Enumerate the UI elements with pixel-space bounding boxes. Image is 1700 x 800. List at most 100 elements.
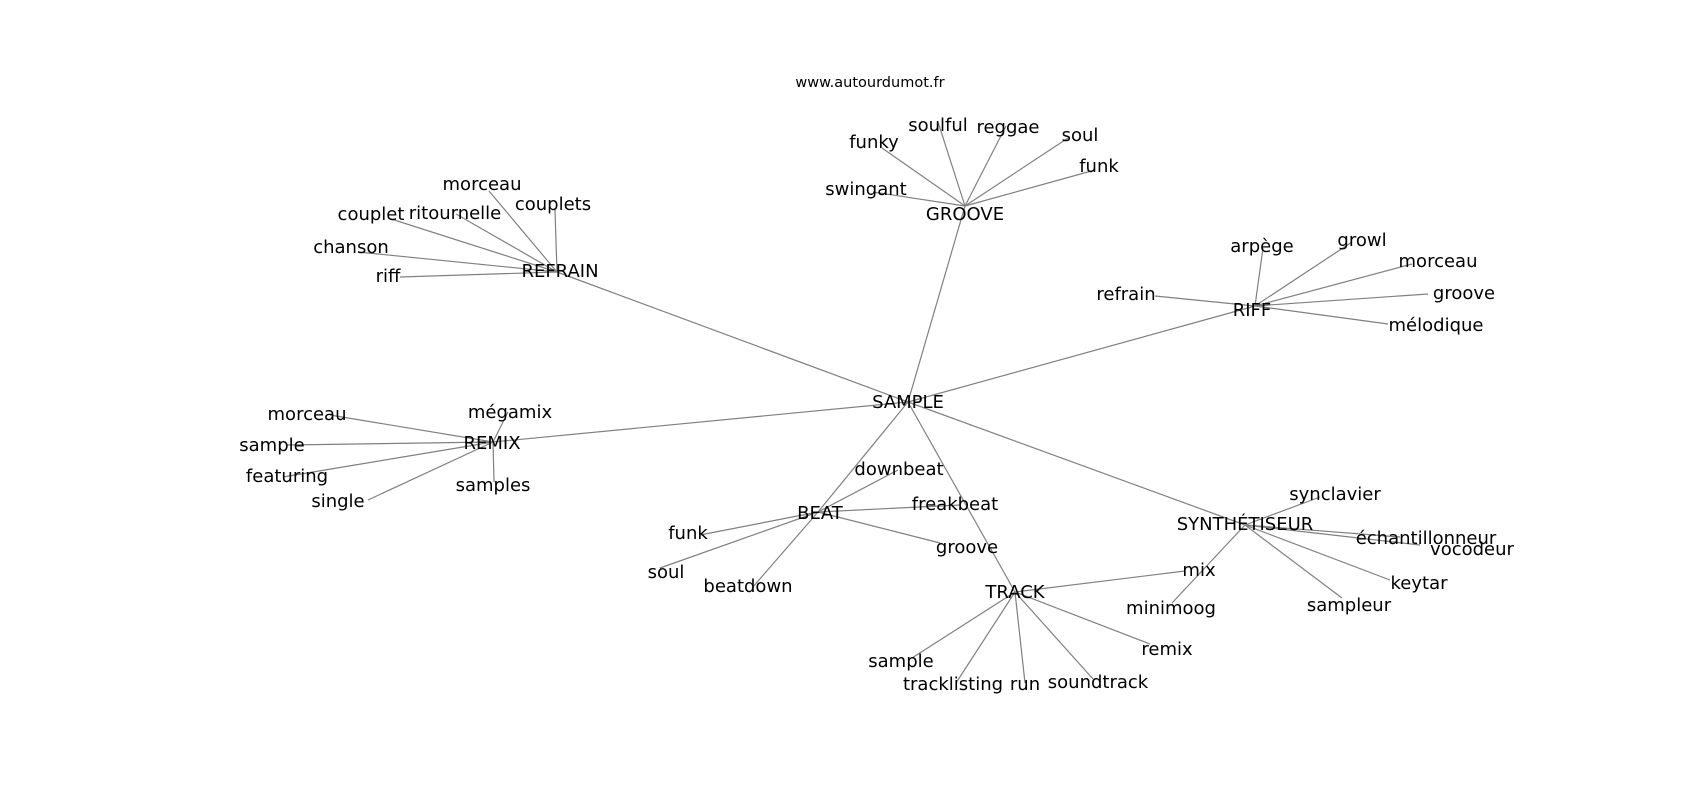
hub-word-refrain[interactable]: REFRAIN bbox=[521, 261, 598, 282]
edge-riff-melodique bbox=[1254, 305, 1389, 325]
leaf-word-sampleur[interactable]: sampleur bbox=[1307, 595, 1392, 616]
leaf-word-single[interactable]: single bbox=[311, 491, 364, 512]
hub-word-track[interactable]: TRACK bbox=[984, 582, 1045, 603]
edge-riff-growl bbox=[1254, 241, 1353, 307]
edge-center-riff bbox=[907, 305, 1256, 403]
leaf-word-tracklisting[interactable]: tracklisting bbox=[903, 674, 1003, 695]
leaf-word-vocodeur[interactable]: vocodeur bbox=[1430, 539, 1514, 560]
edge-beat-soul bbox=[659, 511, 819, 569]
edge-beat-freakbeat bbox=[817, 504, 961, 513]
leaf-word-minimoog[interactable]: minimoog bbox=[1126, 598, 1216, 619]
leaf-word-run[interactable]: run bbox=[1010, 674, 1040, 695]
leaf-word-megamix[interactable]: mégamix bbox=[468, 402, 553, 423]
edge-center-track bbox=[907, 401, 1016, 593]
edge-track-run bbox=[1014, 591, 1026, 684]
website-label: www.autourdumot.fr bbox=[795, 75, 944, 91]
edge-center-beat bbox=[817, 401, 909, 513]
edge-refrain-couplets bbox=[554, 209, 558, 273]
edge-remix-sample bbox=[286, 441, 494, 446]
leaf-word-soul[interactable]: soul bbox=[1062, 125, 1099, 146]
leaf-word-groove[interactable]: groove bbox=[1433, 283, 1495, 304]
edge-groove-funk bbox=[964, 169, 1096, 207]
edge-synthetiseur-minimoog bbox=[1171, 524, 1246, 604]
leaf-word-sample[interactable]: sample bbox=[239, 435, 304, 456]
edge-remix-featuring bbox=[282, 441, 494, 478]
edge-track-mix bbox=[1014, 570, 1186, 593]
edge-beat-beatdown bbox=[751, 511, 819, 589]
edge-remix-single bbox=[367, 441, 494, 501]
leaf-word-beatdown[interactable]: beatdown bbox=[703, 576, 792, 597]
edge-groove-soul bbox=[964, 137, 1069, 207]
leaf-word-swingant[interactable]: swingant bbox=[825, 179, 906, 200]
edge-center-groove bbox=[907, 205, 966, 403]
edge-synthetiseur-keytar bbox=[1244, 524, 1391, 581]
leaf-word-funk[interactable]: funk bbox=[668, 523, 708, 544]
leaf-word-ritournelle[interactable]: ritournelle bbox=[409, 203, 502, 224]
edge-refrain-chanson bbox=[357, 251, 558, 273]
leaf-word-featuring[interactable]: featuring bbox=[246, 466, 328, 487]
edge-center-refrain bbox=[556, 271, 909, 403]
edge-groove-soulful bbox=[937, 121, 966, 207]
leaf-word-morceau[interactable]: morceau bbox=[268, 404, 347, 425]
edge-center-synthetiseur bbox=[907, 401, 1246, 526]
edge-center-remix bbox=[492, 401, 909, 443]
leaf-word-remix[interactable]: remix bbox=[1141, 639, 1193, 660]
edge-track-soundtrack bbox=[1014, 591, 1094, 680]
graph-labels: www.autourdumot.fr SAMPLE GROOVE funky soul… bbox=[239, 75, 1514, 695]
leaf-word-echantillonneur[interactable]: échantillonneur bbox=[1356, 528, 1497, 549]
edge-beat-funk bbox=[699, 511, 819, 536]
edge-track-remix bbox=[1014, 591, 1151, 645]
edge-refrain-couplet bbox=[387, 217, 558, 273]
hub-word-synthetiseur[interactable]: SYNTHÉTISEUR bbox=[1177, 513, 1314, 535]
leaf-word-couplet[interactable]: couplet bbox=[338, 204, 405, 225]
leaf-word-funky[interactable]: funky bbox=[849, 132, 899, 153]
leaf-word-morceau[interactable]: morceau bbox=[1399, 251, 1478, 272]
leaf-word-arpege[interactable]: arpège bbox=[1230, 236, 1293, 257]
edge-remix-megamix bbox=[492, 411, 509, 443]
edge-track-tracklisting bbox=[955, 591, 1016, 684]
leaf-word-soundtrack[interactable]: soundtrack bbox=[1048, 672, 1149, 693]
leaf-word-growl[interactable]: growl bbox=[1337, 230, 1386, 251]
edge-synthetiseur-vocodeur bbox=[1244, 524, 1421, 546]
leaf-word-riff[interactable]: riff bbox=[376, 266, 401, 287]
edge-refrain-riff bbox=[399, 271, 558, 278]
leaf-word-funk[interactable]: funk bbox=[1079, 156, 1119, 177]
leaf-word-groove[interactable]: groove bbox=[936, 537, 998, 558]
edge-refrain-ritournelle bbox=[455, 213, 558, 273]
edge-riff-refrain bbox=[1154, 295, 1256, 307]
leaf-word-downbeat[interactable]: downbeat bbox=[854, 459, 943, 480]
hub-word-beat[interactable]: BEAT bbox=[797, 503, 844, 524]
leaf-word-keytar[interactable]: keytar bbox=[1391, 573, 1449, 594]
graph-edges bbox=[282, 121, 1429, 684]
edge-remix-morceau bbox=[329, 414, 494, 443]
leaf-word-couplets[interactable]: couplets bbox=[515, 194, 591, 215]
leaf-word-soulful[interactable]: soulful bbox=[908, 115, 968, 136]
edge-riff-arpege bbox=[1254, 247, 1264, 307]
leaf-word-refrain[interactable]: refrain bbox=[1096, 284, 1155, 305]
leaf-word-melodique[interactable]: mélodique bbox=[1389, 315, 1484, 336]
edge-groove-reggae bbox=[964, 125, 1007, 207]
edge-synthetiseur-sampleur bbox=[1244, 524, 1343, 599]
edge-groove-funky bbox=[881, 147, 966, 207]
edge-track-sample bbox=[911, 591, 1016, 659]
edge-riff-morceau bbox=[1254, 263, 1413, 307]
hub-word-groove[interactable]: GROOVE bbox=[926, 204, 1004, 225]
leaf-word-reggae[interactable]: reggae bbox=[976, 117, 1039, 138]
leaf-word-morceau[interactable]: morceau bbox=[443, 174, 522, 195]
leaf-word-chanson[interactable]: chanson bbox=[313, 237, 389, 258]
edge-beat-downbeat bbox=[817, 469, 899, 513]
edge-groove-swingant bbox=[872, 191, 966, 207]
edge-synthetiseur-echantillonneur bbox=[1244, 524, 1401, 538]
leaf-word-synclavier[interactable]: synclavier bbox=[1289, 484, 1381, 505]
hub-word-riff[interactable]: RIFF bbox=[1233, 300, 1272, 321]
leaf-word-samples[interactable]: samples bbox=[456, 475, 531, 496]
leaf-word-mix[interactable]: mix bbox=[1182, 560, 1216, 581]
edge-riff-groove bbox=[1254, 293, 1429, 307]
leaf-word-freakbeat[interactable]: freakbeat bbox=[912, 494, 998, 515]
hub-word-remix[interactable]: REMIX bbox=[463, 433, 520, 454]
leaf-word-sample[interactable]: sample bbox=[868, 651, 933, 672]
leaf-word-soul[interactable]: soul bbox=[648, 562, 685, 583]
center-word-sample[interactable]: SAMPLE bbox=[872, 392, 944, 413]
edge-synthetiseur-synclavier bbox=[1244, 496, 1321, 526]
